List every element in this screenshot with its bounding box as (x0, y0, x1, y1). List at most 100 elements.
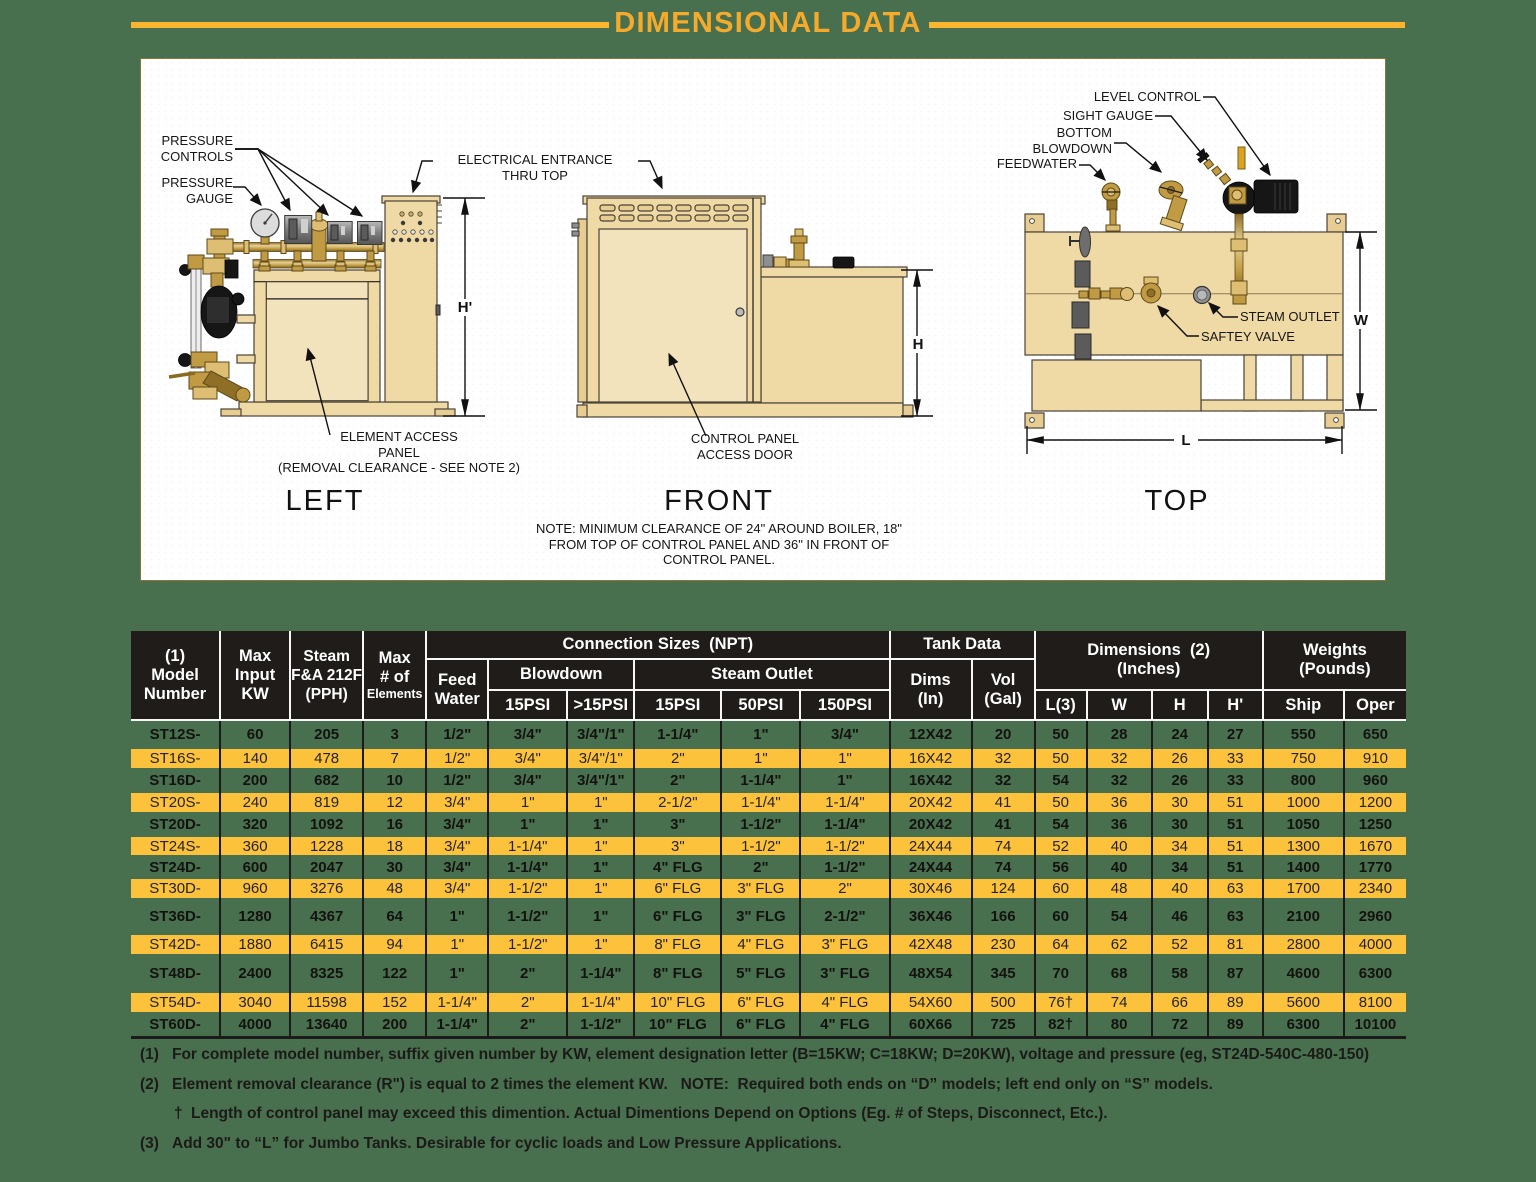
table-cell: 46 (1150, 899, 1209, 934)
table-cell: 1770 (1342, 856, 1406, 878)
table-cell: 5600 (1261, 992, 1345, 1013)
table-cell: 27 (1206, 720, 1264, 748)
table-cell: 16X42 (888, 769, 973, 792)
table-cell: 89 (1206, 1013, 1264, 1039)
table-cell: 910 (1342, 748, 1406, 769)
table-cell: 1" (566, 934, 636, 955)
table-cell: 3/4"/1" (566, 720, 636, 748)
table-cell: 52 (1150, 934, 1209, 955)
footnote-dagger-text: Length of control panel may exceed this … (191, 1105, 1108, 1122)
table-cell: 1-1/4" (720, 792, 802, 813)
table-cell: 5" FLG (720, 955, 802, 992)
table-cell: 24X44 (888, 836, 973, 856)
col-steam: Steam F&A 212F (PPH) (289, 631, 365, 721)
table-cell: 1" (487, 813, 569, 836)
left-view-title: LEFT (285, 485, 365, 517)
table-cell: 4600 (1261, 955, 1345, 992)
table-cell: 40 (1150, 878, 1209, 899)
table-cell: 60 (1033, 878, 1088, 899)
footnote-2: (2) Element removal clearance (R") is eq… (140, 1076, 1430, 1094)
table-cell: 200 (362, 1013, 428, 1039)
table-cell: ST54D- (131, 992, 222, 1013)
table-cell: 230 (970, 934, 1036, 955)
col-model: (1) Model Number (131, 631, 222, 721)
table-cell: 36 (1085, 792, 1153, 813)
col-oper: Oper (1342, 689, 1406, 721)
table-cell: 2" (720, 856, 802, 878)
table-cell: 1-1/4" (633, 720, 723, 748)
table-cell: 74 (970, 836, 1036, 856)
footnote-1-text: For complete model number, suffix given … (172, 1046, 1370, 1063)
table-cell: 41 (970, 792, 1036, 813)
table-cell: 24 (1150, 720, 1209, 748)
footnote-2-text: Element removal clearance (R") is equal … (172, 1075, 1213, 1093)
table-cell: 1400 (1261, 856, 1345, 878)
table-cell: 3" FLG (720, 878, 802, 899)
table-cell: 500 (970, 992, 1036, 1013)
table-cell: ST16S- (131, 748, 222, 769)
table-cell: 30 (362, 856, 428, 878)
table-cell: 70 (1033, 955, 1088, 992)
table-cell: 1300 (1261, 836, 1345, 856)
col-vol: Vol (Gal) (970, 658, 1036, 721)
dim-h: H (906, 336, 930, 353)
table-cell: 87 (1206, 955, 1264, 992)
table-cell: 1/2" (425, 748, 490, 769)
group-blowdown: Blowdown (487, 658, 636, 691)
table-cell: ST60D- (131, 1013, 222, 1039)
footnote-dagger: † Length of control panel may exceed thi… (140, 1105, 1430, 1123)
table-cell: 1-1/4" (425, 992, 490, 1013)
table-cell: 205 (289, 720, 365, 748)
table-cell: 1" (487, 792, 569, 813)
table-cell: 51 (1206, 856, 1264, 878)
page-title: DIMENSIONAL DATA (614, 7, 922, 39)
table-cell: 1-1/4" (799, 792, 891, 813)
table-cell: 82† (1033, 1013, 1088, 1039)
table-cell: 3" (633, 836, 723, 856)
table-cell: 1-1/4" (487, 856, 569, 878)
table-cell: 320 (219, 813, 292, 836)
table-cell: 76† (1033, 992, 1088, 1013)
table-cell: ST48D- (131, 955, 222, 992)
table-cell: 1700 (1261, 878, 1345, 899)
table-cell: 28 (1085, 720, 1153, 748)
table-cell: 1" (425, 934, 490, 955)
table-cell: 800 (1261, 769, 1345, 792)
table-cell: 3/4" (425, 878, 490, 899)
table-cell: 1" (566, 878, 636, 899)
table-cell: 3/4"/1" (566, 769, 636, 792)
table-cell: 13640 (289, 1013, 365, 1039)
col-feed-water: Feed Water (426, 658, 490, 721)
table-cell: 12 (362, 792, 428, 813)
table-cell: 819 (289, 792, 365, 813)
table-cell: 48 (1085, 878, 1153, 899)
table-cell: 10" FLG (633, 1013, 723, 1039)
table-cell: 2" (487, 1013, 569, 1039)
table-cell: 60X66 (888, 1013, 973, 1039)
table-cell: 33 (1206, 748, 1264, 769)
label-safety-valve: SAFTEY VALVE (1201, 329, 1295, 344)
dim-w: W (1348, 312, 1374, 329)
table-cell: 3/4" (425, 792, 490, 813)
table-cell: 48 (362, 878, 428, 899)
table-cell: 750 (1261, 748, 1345, 769)
table-cell: 18 (362, 836, 428, 856)
table-cell: 1" (720, 720, 802, 748)
table-cell: 2-1/2" (633, 792, 723, 813)
table-cell: 4" FLG (633, 856, 723, 878)
table-cell: 3/4" (487, 748, 569, 769)
col-h: H (1150, 689, 1209, 721)
group-steam-outlet: Steam Outlet (633, 658, 891, 691)
title-rule-right (929, 22, 1405, 28)
table-cell: 20X42 (888, 792, 973, 813)
table-cell: 60 (1033, 899, 1088, 934)
label-element-access: ELEMENT ACCESS PANEL (REMOVAL CLEARANCE … (278, 429, 520, 475)
table-cell: 66 (1150, 992, 1209, 1013)
table-cell: 2" (487, 955, 569, 992)
table-cell: 6300 (1261, 1013, 1345, 1039)
